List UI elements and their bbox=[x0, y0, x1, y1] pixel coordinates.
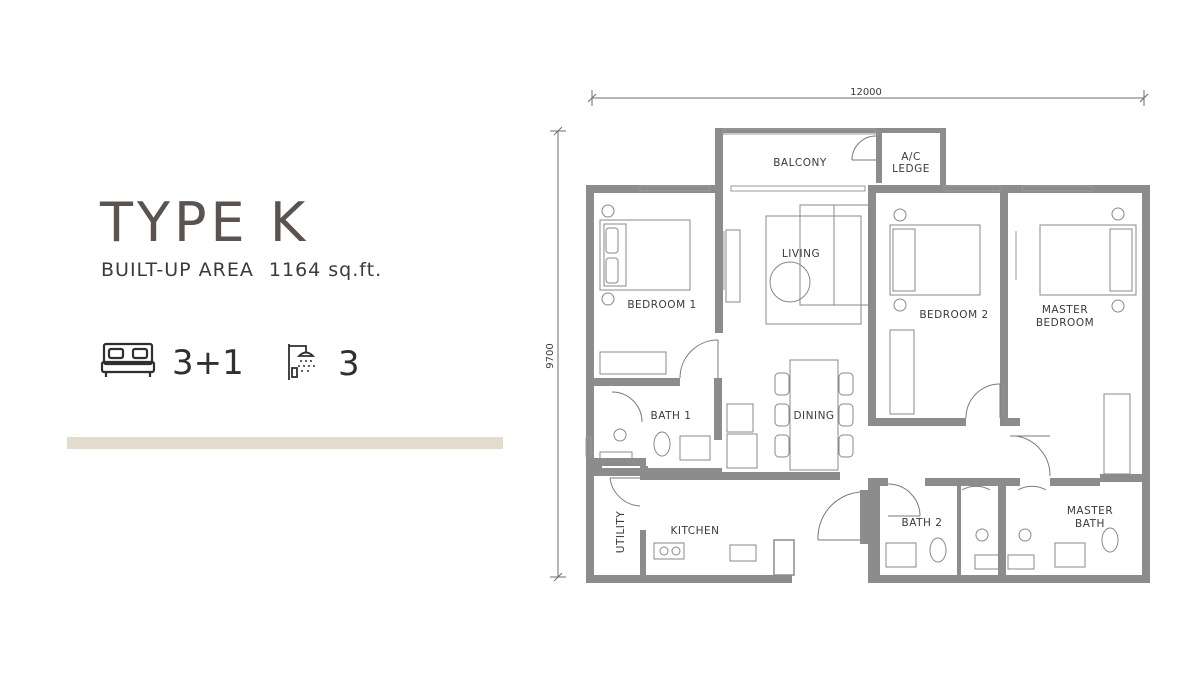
room-kitchen: KITCHEN bbox=[671, 525, 720, 537]
room-master-bedroom-line2: BEDROOM bbox=[1036, 317, 1094, 329]
room-master-bath-line2: BATH bbox=[1075, 518, 1105, 530]
room-bath-2: BATH 2 bbox=[902, 517, 943, 529]
bed-icon bbox=[100, 340, 156, 385]
depth-dimension-label: 9700 bbox=[545, 343, 556, 368]
accent-divider bbox=[67, 437, 503, 449]
bathroom-count-value: 3 bbox=[338, 343, 360, 384]
walls bbox=[586, 128, 1150, 583]
width-dimension-label: 12000 bbox=[850, 87, 882, 98]
bathroom-count: 3 bbox=[284, 340, 360, 387]
room-bedroom-2: BEDROOM 2 bbox=[919, 309, 988, 321]
shower-icon bbox=[284, 340, 322, 387]
bedroom-count: 3+1 bbox=[100, 340, 244, 385]
furniture bbox=[599, 204, 1137, 570]
depth-dimension bbox=[550, 126, 566, 582]
room-bedroom-1: BEDROOM 1 bbox=[627, 299, 696, 311]
room-utility: UTILITY bbox=[615, 511, 627, 554]
room-living: LIVING bbox=[782, 248, 820, 260]
width-dimension bbox=[587, 90, 1149, 106]
door-swings bbox=[609, 135, 1051, 541]
room-ac-ledge-line1: A/C bbox=[901, 151, 921, 163]
windows bbox=[585, 128, 1093, 457]
room-balcony: BALCONY bbox=[773, 157, 827, 169]
unit-title: TYPE K bbox=[100, 191, 310, 254]
room-master-bedroom-line1: MASTER bbox=[1042, 304, 1088, 316]
built-up-area: BUILT-UP AREA 1164 sq.ft. bbox=[101, 259, 382, 281]
bedroom-count-value: 3+1 bbox=[172, 342, 244, 383]
room-master-bath-line1: MASTER bbox=[1067, 505, 1113, 517]
built-up-value: 1164 sq.ft. bbox=[268, 259, 383, 281]
room-ac-ledge-line2: LEDGE bbox=[892, 163, 930, 175]
built-up-label: BUILT-UP AREA bbox=[101, 259, 254, 281]
room-bath-1: BATH 1 bbox=[651, 410, 692, 422]
room-dining: DINING bbox=[793, 410, 834, 422]
